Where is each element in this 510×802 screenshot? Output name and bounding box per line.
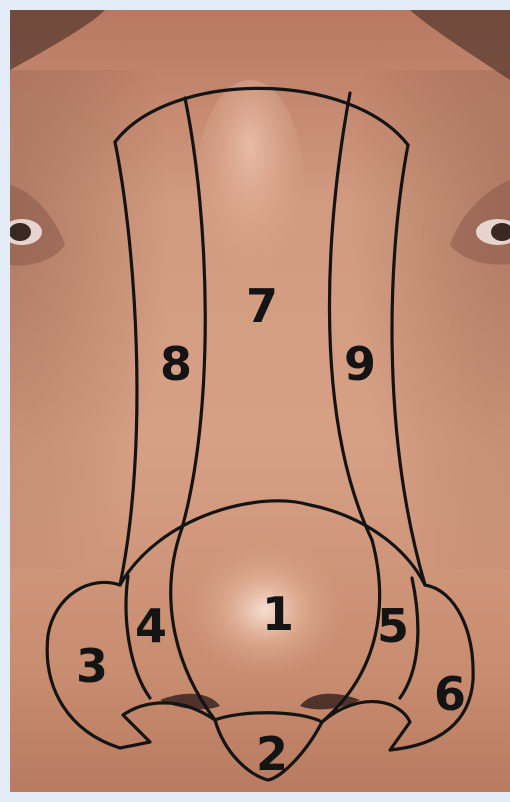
nasal-subunits-diagram: 1 2 3 4 5 6 7 8 9 <box>10 10 510 792</box>
subunit-label-7: 7 <box>246 279 278 333</box>
subunit-label-5: 5 <box>377 599 409 653</box>
subunit-label-4: 4 <box>135 599 167 653</box>
left-cheek-shade <box>10 70 210 570</box>
nose-photo: 1 2 3 4 5 6 7 8 9 <box>10 10 510 792</box>
subunit-label-1: 1 <box>262 587 294 641</box>
subunit-label-8: 8 <box>160 337 192 391</box>
bridge-highlight <box>195 80 305 300</box>
subunit-label-6: 6 <box>434 667 466 721</box>
subunit-label-2: 2 <box>256 727 288 781</box>
subunit-label-9: 9 <box>344 337 376 391</box>
subunit-label-3: 3 <box>76 639 108 693</box>
